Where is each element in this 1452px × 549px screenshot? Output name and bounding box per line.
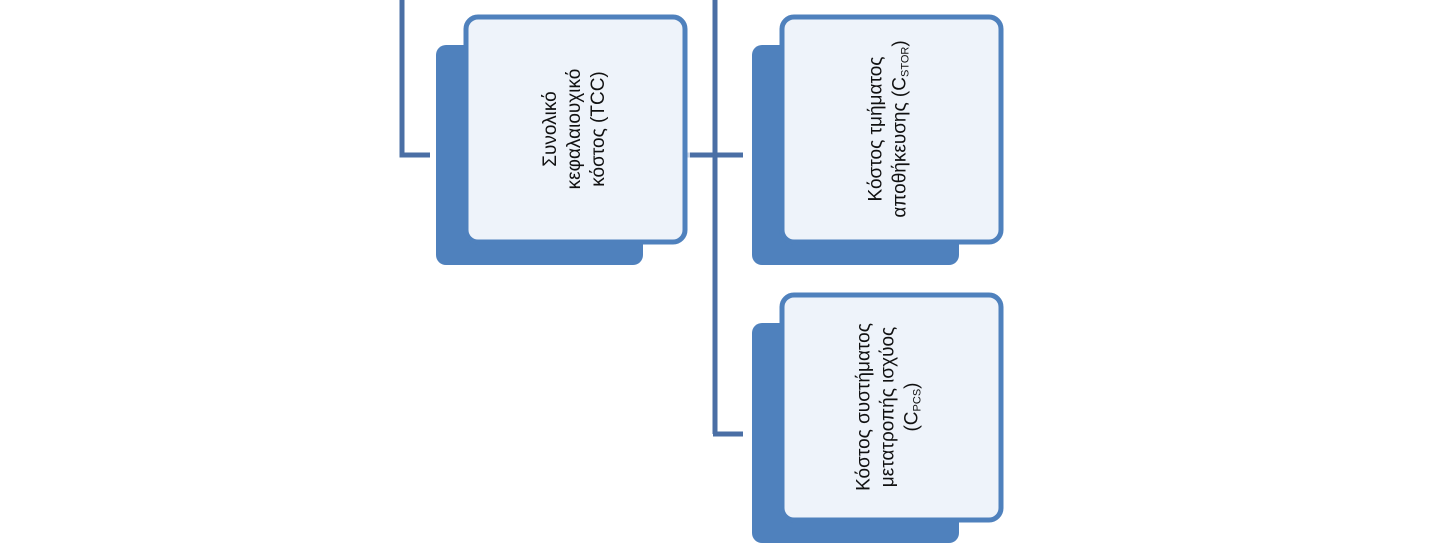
pcs-label-line-3-end: ) xyxy=(901,382,923,389)
stor-label-line-1: Κόστος τμήματος xyxy=(865,56,887,202)
node-tcc-label: Συνολικό κεφαλαιουχικό κόστος (TCC) xyxy=(539,69,611,190)
pcs-label-subscript: PCS xyxy=(911,388,924,412)
node-stor-label: Κόστος τμήματος αποθήκευσης (CSTOR) xyxy=(865,40,918,217)
stor-label-line-2-main: αποθήκευσης (C xyxy=(889,77,911,218)
tcc-label-line-3: κόστος (TCC) xyxy=(588,71,609,187)
node-pcs xyxy=(752,292,1004,543)
node-pcs-card xyxy=(779,292,1004,523)
stor-label-line-2-end: ) xyxy=(889,40,911,47)
node-tcc xyxy=(436,14,688,265)
node-tcc-card xyxy=(463,14,688,245)
pcs-label-line-1: Κόστος συστήματος xyxy=(853,323,875,491)
pcs-label-line-3: (CPCS) xyxy=(901,323,930,491)
pcs-label-line-3-main: (C xyxy=(901,411,923,432)
tcc-label-line-2: κεφαλαιουχικό xyxy=(564,68,585,190)
node-stor xyxy=(752,14,1004,265)
stor-label-subscript: STOR xyxy=(899,46,912,78)
node-stor-card xyxy=(779,14,1004,245)
stor-label-line-2: αποθήκευσης (CSTOR) xyxy=(889,40,918,217)
tcc-label-line-1: Συνολικό xyxy=(540,91,561,167)
node-pcs-label: Κόστος συστήματος μετατροπής ισχύος (CPC… xyxy=(853,323,930,491)
connector-from-parent xyxy=(399,0,430,158)
pcs-label-line-2: μετατροπής ισχύος xyxy=(877,326,899,488)
